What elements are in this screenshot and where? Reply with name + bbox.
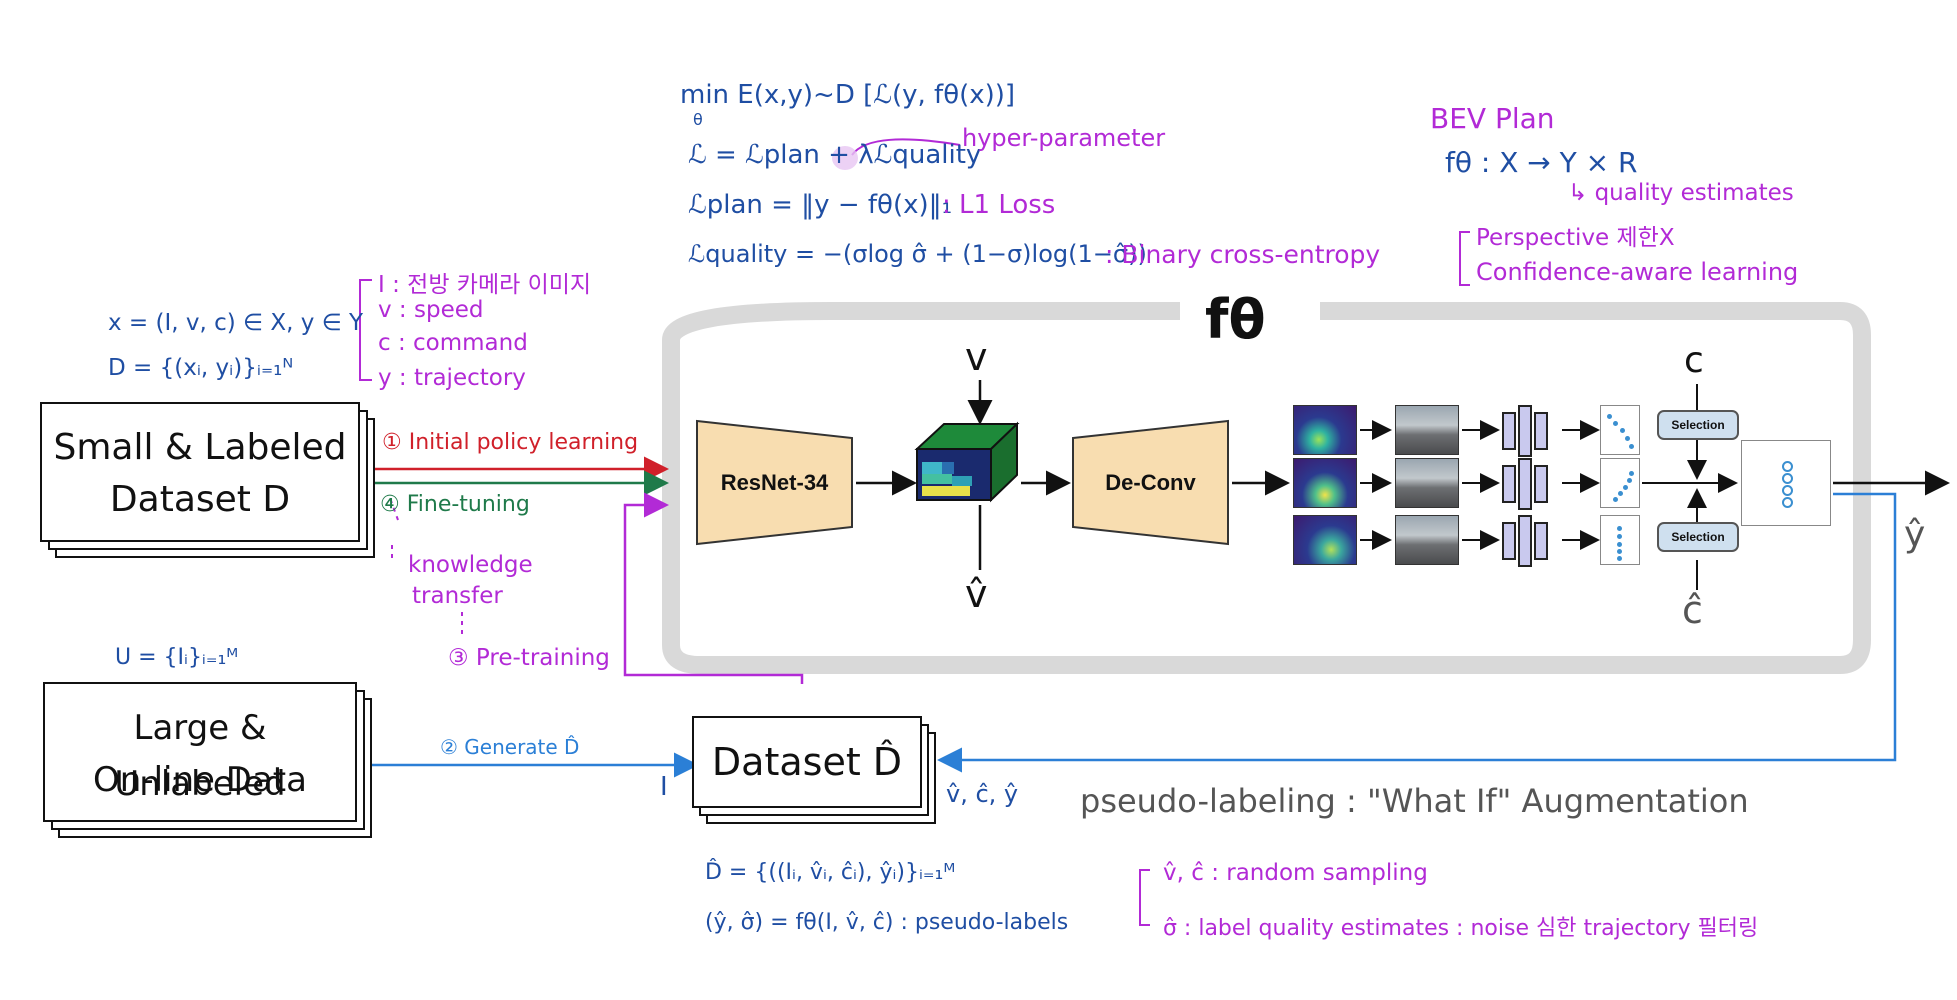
trajectory-point: [1618, 491, 1623, 496]
camera-view-2: [1395, 458, 1459, 508]
dhat-label: Dataset D̂: [711, 740, 903, 784]
dhat-definition: D̂ = {((Iᵢ, v̂ᵢ, ĉᵢ), ŷᵢ)}ᵢ₌₁ᴹ: [705, 860, 956, 885]
unlabeled-line2: On-line Data: [93, 760, 307, 800]
trajectory-point: [1625, 436, 1630, 441]
mlp-bar: [1518, 515, 1532, 567]
pseudo-labels-definition: (ŷ, σ̂) = fθ(I, v̂, ĉ) : pseudo-labels: [705, 910, 1069, 935]
x-definition: x = (I, v, c) ∈ X, y ∈ Y: [108, 310, 364, 336]
y-definition: y : trajectory: [378, 365, 526, 391]
mlp-bar: [1502, 522, 1516, 560]
random-sampling-note: v̂, ĉ : random sampling: [1163, 860, 1428, 886]
bce-note: : Binary cross-entropy: [1105, 240, 1381, 269]
u-definition: U = {Iᵢ}ᵢ₌₁ᴹ: [115, 645, 239, 670]
trajectory-point: [1617, 526, 1622, 531]
f-theta-label: fθ: [1205, 288, 1266, 351]
bev-heatmap-1: [1293, 405, 1357, 455]
y-hat-output-label: ŷ: [1904, 514, 1926, 555]
output-trajectory-panel: [1741, 440, 1831, 526]
camera-view-1: [1395, 405, 1459, 455]
bev-title: BEV Plan: [1430, 102, 1555, 135]
v-top-label: v: [965, 335, 988, 379]
loss-plan-formula: ℒplan = ‖y − fθ(x)‖₁: [688, 190, 953, 220]
mlp-bar: [1502, 412, 1516, 450]
camera-view-3: [1395, 515, 1459, 565]
selection-top: Selection: [1657, 410, 1739, 440]
labeled-dataset-box: Small & Labeled Dataset D: [40, 402, 360, 542]
labeled-dataset-line2: Dataset D: [109, 479, 291, 520]
i-input-label: I: [660, 772, 668, 802]
trajectory-point: [1613, 497, 1618, 502]
trajectory-point: [1623, 485, 1628, 490]
trajectory-panel-3: [1600, 515, 1640, 565]
bev-mapping: fθ : X → Y × R: [1445, 146, 1638, 179]
resnet-label: ResNet-34: [720, 470, 829, 495]
v-definition: v : speed: [378, 297, 484, 323]
trajectory-point: [1629, 444, 1634, 449]
bev-perspective-note: Perspective 제한X: [1476, 225, 1675, 251]
trajectory-panel-1: [1600, 405, 1640, 455]
objective-subscript: θ: [693, 110, 703, 129]
trajectory-point: [1782, 461, 1793, 472]
trajectory-point: [1617, 542, 1622, 547]
l1-loss-note: : L1 Loss: [942, 190, 1056, 220]
trajectory-point: [1629, 471, 1634, 476]
trajectory-point: [1607, 414, 1612, 419]
c-top-label: c: [1684, 340, 1704, 381]
resnet-block: [696, 419, 853, 546]
bev-heatmap-2: [1293, 458, 1357, 508]
labeled-dataset-line1: Small & Labeled: [53, 427, 347, 468]
deconv-block: [1072, 419, 1229, 546]
loss-quality-formula: ℒquality = −(σlog σ̂ + (1−σ)log(1−σ̂)): [688, 240, 1147, 268]
trajectory-point: [1613, 421, 1618, 426]
knowledge-label: knowledge: [408, 552, 533, 578]
deconv-label: De-Conv: [1105, 470, 1196, 495]
loss-total-formula: ℒ = ℒplan + λℒquality: [688, 140, 982, 170]
trajectory-point: [1617, 534, 1622, 539]
c-hat-label: ĉ: [1682, 588, 1703, 632]
v-hat-label: v̂: [965, 572, 988, 616]
hyper-parameter-note: hyper-parameter: [962, 124, 1166, 152]
step1-label: ① Initial policy learning: [382, 430, 639, 455]
d-definition: D = {(xᵢ, yᵢ)}ᵢ₌₁ᴺ: [108, 355, 294, 381]
model-frame: [662, 302, 1871, 674]
i-definition: I : 전방 카메라 이미지: [378, 272, 592, 298]
trajectory-point: [1782, 473, 1793, 484]
unlabeled-data-box: Large & Unlabeled On-line Data: [43, 682, 357, 822]
selection-bottom: Selection: [1657, 522, 1739, 552]
trajectory-point: [1620, 428, 1625, 433]
trajectory-point: [1782, 497, 1793, 508]
trajectory-point: [1617, 549, 1622, 554]
vc-hat-label: v̂, ĉ, ŷ: [946, 780, 1019, 808]
step4-label: ④ Fine-tuning: [380, 492, 530, 517]
step2-label: ② Generate D̂: [440, 735, 580, 759]
trajectory-point: [1627, 478, 1632, 483]
pseudo-labeling-title: pseudo-labeling : "What If" Augmentation: [1080, 782, 1749, 820]
mlp-bar: [1518, 458, 1532, 510]
bev-heatmap-3: [1293, 515, 1357, 565]
trajectory-point: [1782, 485, 1793, 496]
step3-label: ③ Pre-training: [448, 645, 610, 671]
objective-formula: min E(x,y)~D [ℒ(y, fθ(x))]: [680, 80, 1016, 110]
mlp-bar: [1534, 412, 1548, 450]
mlp-bar: [1534, 465, 1548, 503]
sigma-note: σ̂ : label quality estimates : noise 심한 …: [1163, 916, 1759, 941]
bev-quality-note: ↳ quality estimates: [1568, 180, 1794, 206]
mlp-bar: [1502, 465, 1516, 503]
trajectory-point: [1617, 556, 1622, 561]
c-definition: c : command: [378, 330, 528, 356]
bev-confidence-note: Confidence-aware learning: [1476, 258, 1799, 286]
dhat-dataset-box: Dataset D̂: [692, 716, 922, 808]
mlp-bar: [1518, 405, 1532, 457]
trajectory-panel-2: [1600, 458, 1640, 508]
transfer-label: transfer: [412, 583, 503, 609]
unlabeled-line1: Large & Unlabeled: [114, 708, 286, 804]
mlp-bar: [1534, 522, 1548, 560]
